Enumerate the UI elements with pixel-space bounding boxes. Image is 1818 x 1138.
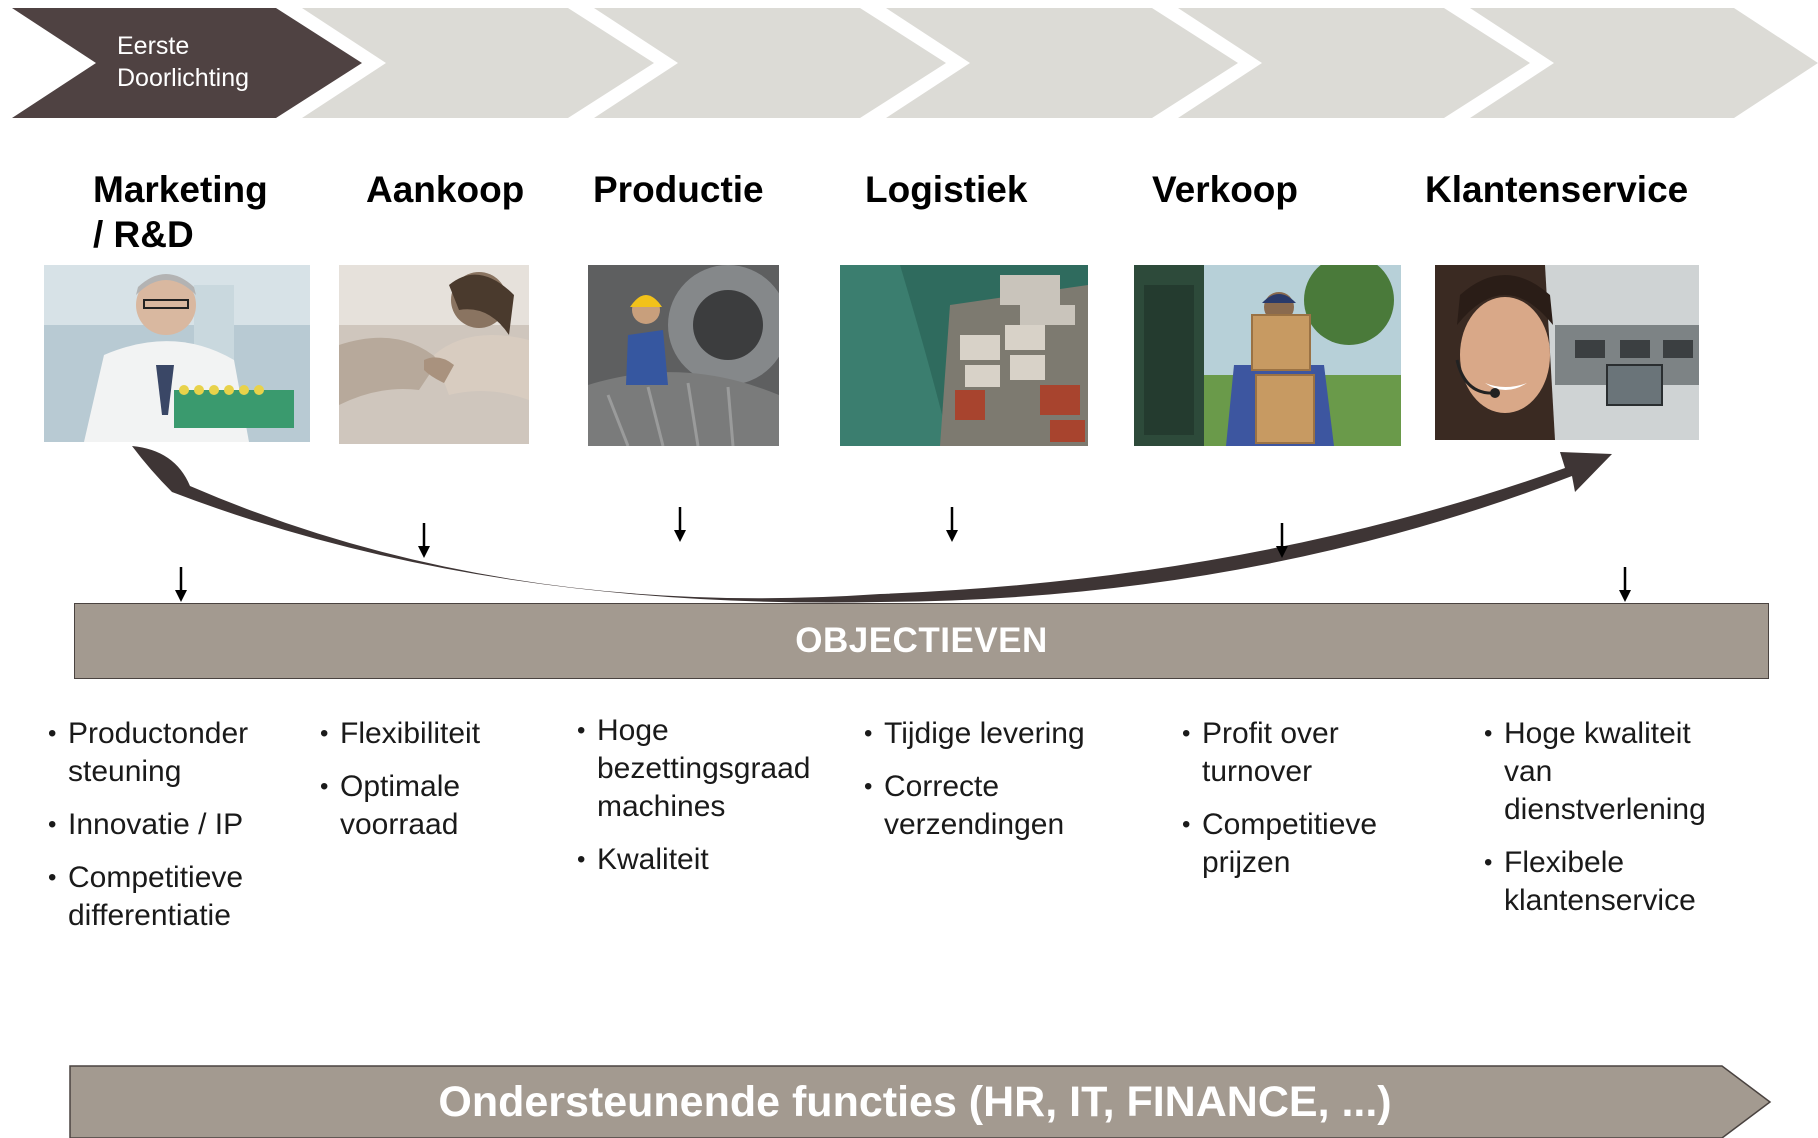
list-item: Flexibele klantenservice (1484, 844, 1734, 920)
objectives-list-verkoop: Profit over turnover Competitieve prijze… (1182, 715, 1422, 897)
scientist-photo (44, 265, 310, 442)
list-item: Correcte verzendingen (864, 768, 1124, 844)
shipping-containers-photo (840, 265, 1088, 446)
column-title-productie: Productie (593, 169, 764, 210)
column-title-klantenservice: Klantenservice (1425, 169, 1689, 210)
objectives-bar: OBJECTIEVEN (74, 603, 1769, 679)
delivery-man-photo (1134, 265, 1401, 446)
column-title-logistiek: Logistiek (865, 169, 1028, 210)
column-title-marketing: Marketing / R&D (93, 169, 268, 255)
call-center-agent-photo (1435, 265, 1699, 440)
chevron-step-4 (594, 8, 946, 118)
list-item: Flexibiliteit (320, 715, 540, 753)
list-item: Competitieve prijzen (1182, 806, 1422, 882)
down-arrow-head-klantenservice (1619, 590, 1631, 602)
chevron-step-1-active (12, 8, 362, 118)
flow-arrows (132, 446, 1631, 603)
objectives-list-marketing: Productonder steuning Innovatie / IP Com… (48, 715, 278, 950)
objectives-list-aankoop: Flexibiliteit Optimale voorraad (320, 715, 540, 859)
down-arrow-head-aankoop (418, 546, 430, 558)
down-arrow-head-marketing (175, 590, 187, 602)
objectives-list-logistiek: Tijdige levering Correcte verzendingen (864, 715, 1124, 859)
objectives-label: OBJECTIEVEN (795, 621, 1048, 660)
curved-flow-arrow (132, 446, 1612, 603)
list-item: Hoge kwaliteit van dienstverlening (1484, 715, 1734, 829)
list-item: Optimale voorraad (320, 768, 540, 844)
chevron-step-5 (886, 8, 1238, 118)
process-chevrons (12, 8, 1818, 118)
chevron-step-6 (1178, 8, 1530, 118)
active-step-label: Eerste Doorlichting (117, 32, 250, 92)
column-title-aankoop: Aankoop (366, 169, 525, 210)
list-item: Innovatie / IP (48, 806, 278, 844)
support-functions-label: Ondersteunende functies (HR, IT, FINANCE… (438, 1077, 1392, 1126)
list-item: Tijdige levering (864, 715, 1124, 753)
list-item: Hoge bezettingsgraad machines (577, 712, 842, 826)
column-title-verkoop: Verkoop (1152, 169, 1298, 210)
down-arrow-head-productie (674, 530, 686, 542)
chevron-step-7 (1470, 8, 1818, 118)
list-item: Productonder steuning (48, 715, 278, 791)
list-item: Profit over turnover (1182, 715, 1422, 791)
list-item: Kwaliteit (577, 841, 842, 879)
chevron-step-3 (302, 8, 654, 118)
down-arrow-head-logistiek (946, 530, 958, 542)
handshake-photo (339, 265, 529, 444)
down-arrows (175, 507, 1631, 602)
objectives-list-productie: Hoge bezettingsgraad machines Kwaliteit (577, 712, 842, 894)
down-arrow-head-verkoop (1276, 546, 1288, 558)
list-item: Competitieve differentiatie (48, 859, 278, 935)
factory-worker-photo (588, 265, 779, 446)
objectives-list-klantenservice: Hoge kwaliteit van dienstverlening Flexi… (1484, 715, 1734, 935)
